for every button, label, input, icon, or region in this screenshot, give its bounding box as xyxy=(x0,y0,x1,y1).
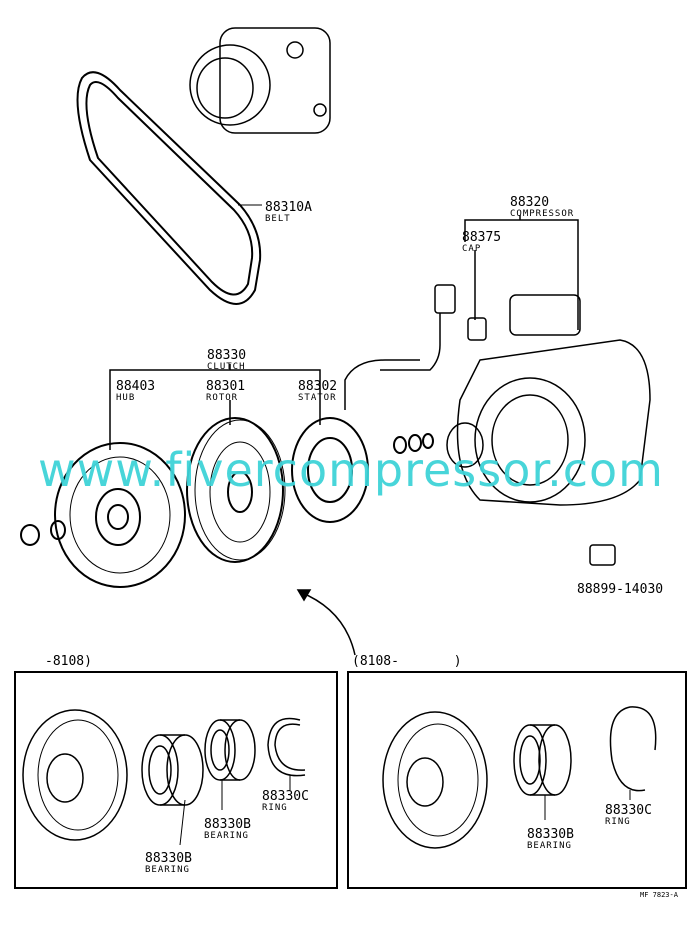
part-number: 88310A xyxy=(265,200,312,215)
switch-part-number: 88899-14030 xyxy=(577,582,664,597)
stator-drawing xyxy=(291,359,434,523)
part-number: 88320 xyxy=(510,195,550,210)
hub-drawing xyxy=(20,442,186,588)
part-name: RING xyxy=(262,803,288,813)
right-box-parts xyxy=(382,706,657,849)
right-box-range: (8108- ) xyxy=(352,654,462,669)
compressor-drawing xyxy=(380,284,651,566)
part-number: 88302 xyxy=(298,379,338,394)
part-name: RING xyxy=(605,817,631,827)
belt-drawing xyxy=(76,71,262,305)
part-name: BEARING xyxy=(527,841,572,851)
drawing-code: MF 7823-A xyxy=(640,891,678,899)
part-name: CLUTCH xyxy=(207,362,246,372)
watermark: www.fivercompressor.com xyxy=(38,443,664,497)
part-name: BEARING xyxy=(204,831,249,841)
part-number: 88330C xyxy=(262,789,309,804)
right-box xyxy=(347,671,687,889)
part-name: STATOR xyxy=(298,393,337,403)
part-name: ROTOR xyxy=(206,393,239,403)
left-box-range: -8108) xyxy=(45,654,92,669)
rotor-drawing xyxy=(186,417,286,563)
part-number: 88403 xyxy=(116,379,156,394)
part-name: BEARING xyxy=(145,865,190,875)
part-number: 88375 xyxy=(462,230,502,245)
part-number: 88330B xyxy=(145,851,192,866)
part-name: CAP xyxy=(462,244,482,254)
part-number: 88330B xyxy=(204,817,251,832)
left-box-parts xyxy=(22,709,306,846)
part-number: 88330 xyxy=(207,348,247,363)
part-name: HUB xyxy=(116,393,136,403)
left-box xyxy=(14,671,338,889)
part-name: BELT xyxy=(265,214,291,224)
part-name: COMPRESSOR xyxy=(510,209,575,219)
compressor-top-drawing xyxy=(189,27,331,134)
part-number: 88330C xyxy=(605,803,652,818)
part-number: 88301 xyxy=(206,379,246,394)
part-number: 88330B xyxy=(527,827,574,842)
leader-lines xyxy=(109,215,579,656)
